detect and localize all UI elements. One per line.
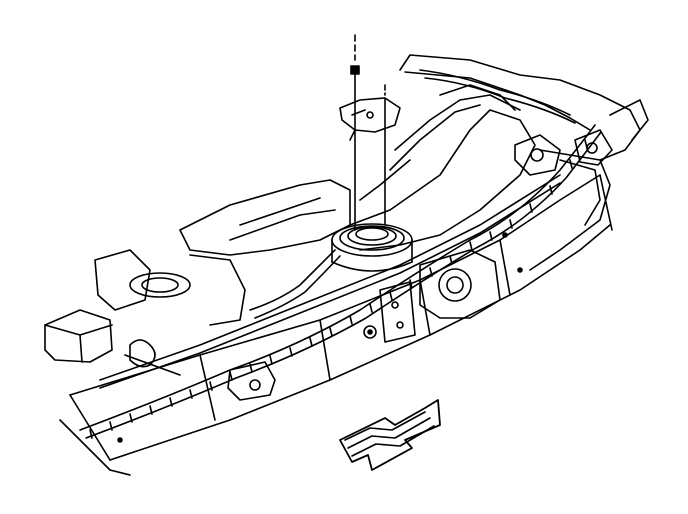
rear-suspension-hardware <box>514 129 613 176</box>
wiring-harness-conduit <box>79 69 602 439</box>
hanger-brackets <box>117 232 523 443</box>
fuel-pump-module <box>331 223 413 272</box>
brake-and-fuel-lines <box>99 174 561 389</box>
left-bracket-assembly <box>94 249 246 376</box>
rear-frame-rail <box>399 54 649 271</box>
evap-canister <box>44 309 113 363</box>
frame-rail <box>59 174 613 476</box>
fuel-tank <box>179 84 536 256</box>
bracket <box>339 97 401 141</box>
fastener <box>350 34 386 96</box>
rear-axle-crossmember <box>379 249 501 343</box>
install-guide-lines <box>354 73 386 231</box>
direction-arrow <box>339 399 441 471</box>
